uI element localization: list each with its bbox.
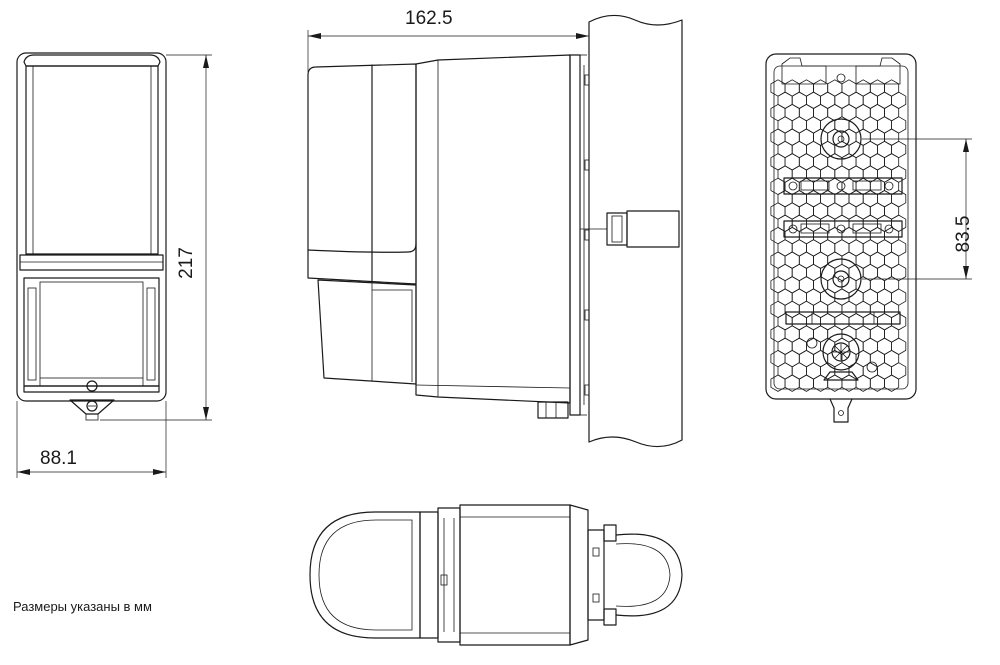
- side-view: [307, 14, 683, 448]
- front-view: [16, 52, 167, 421]
- dimension-height: 217: [100, 54, 212, 421]
- dimension-depth: 162.5: [307, 8, 590, 72]
- dimension-hole-spacing-label: 83.5: [953, 216, 974, 253]
- units-note: Размеры указаны в мм: [13, 599, 152, 614]
- dimension-depth-label: 162.5: [405, 8, 453, 29]
- hex-cell: [884, 374, 900, 392]
- rear-view: [765, 53, 917, 423]
- dimension-height-label: 217: [176, 247, 197, 279]
- dimension-hole-spacing: 83.5: [862, 138, 974, 280]
- dimension-width-label: 88.1: [40, 448, 77, 469]
- hex-pattern: [770, 79, 907, 392]
- dimension-width: 88.1: [16, 401, 167, 478]
- top-view: [309, 504, 683, 646]
